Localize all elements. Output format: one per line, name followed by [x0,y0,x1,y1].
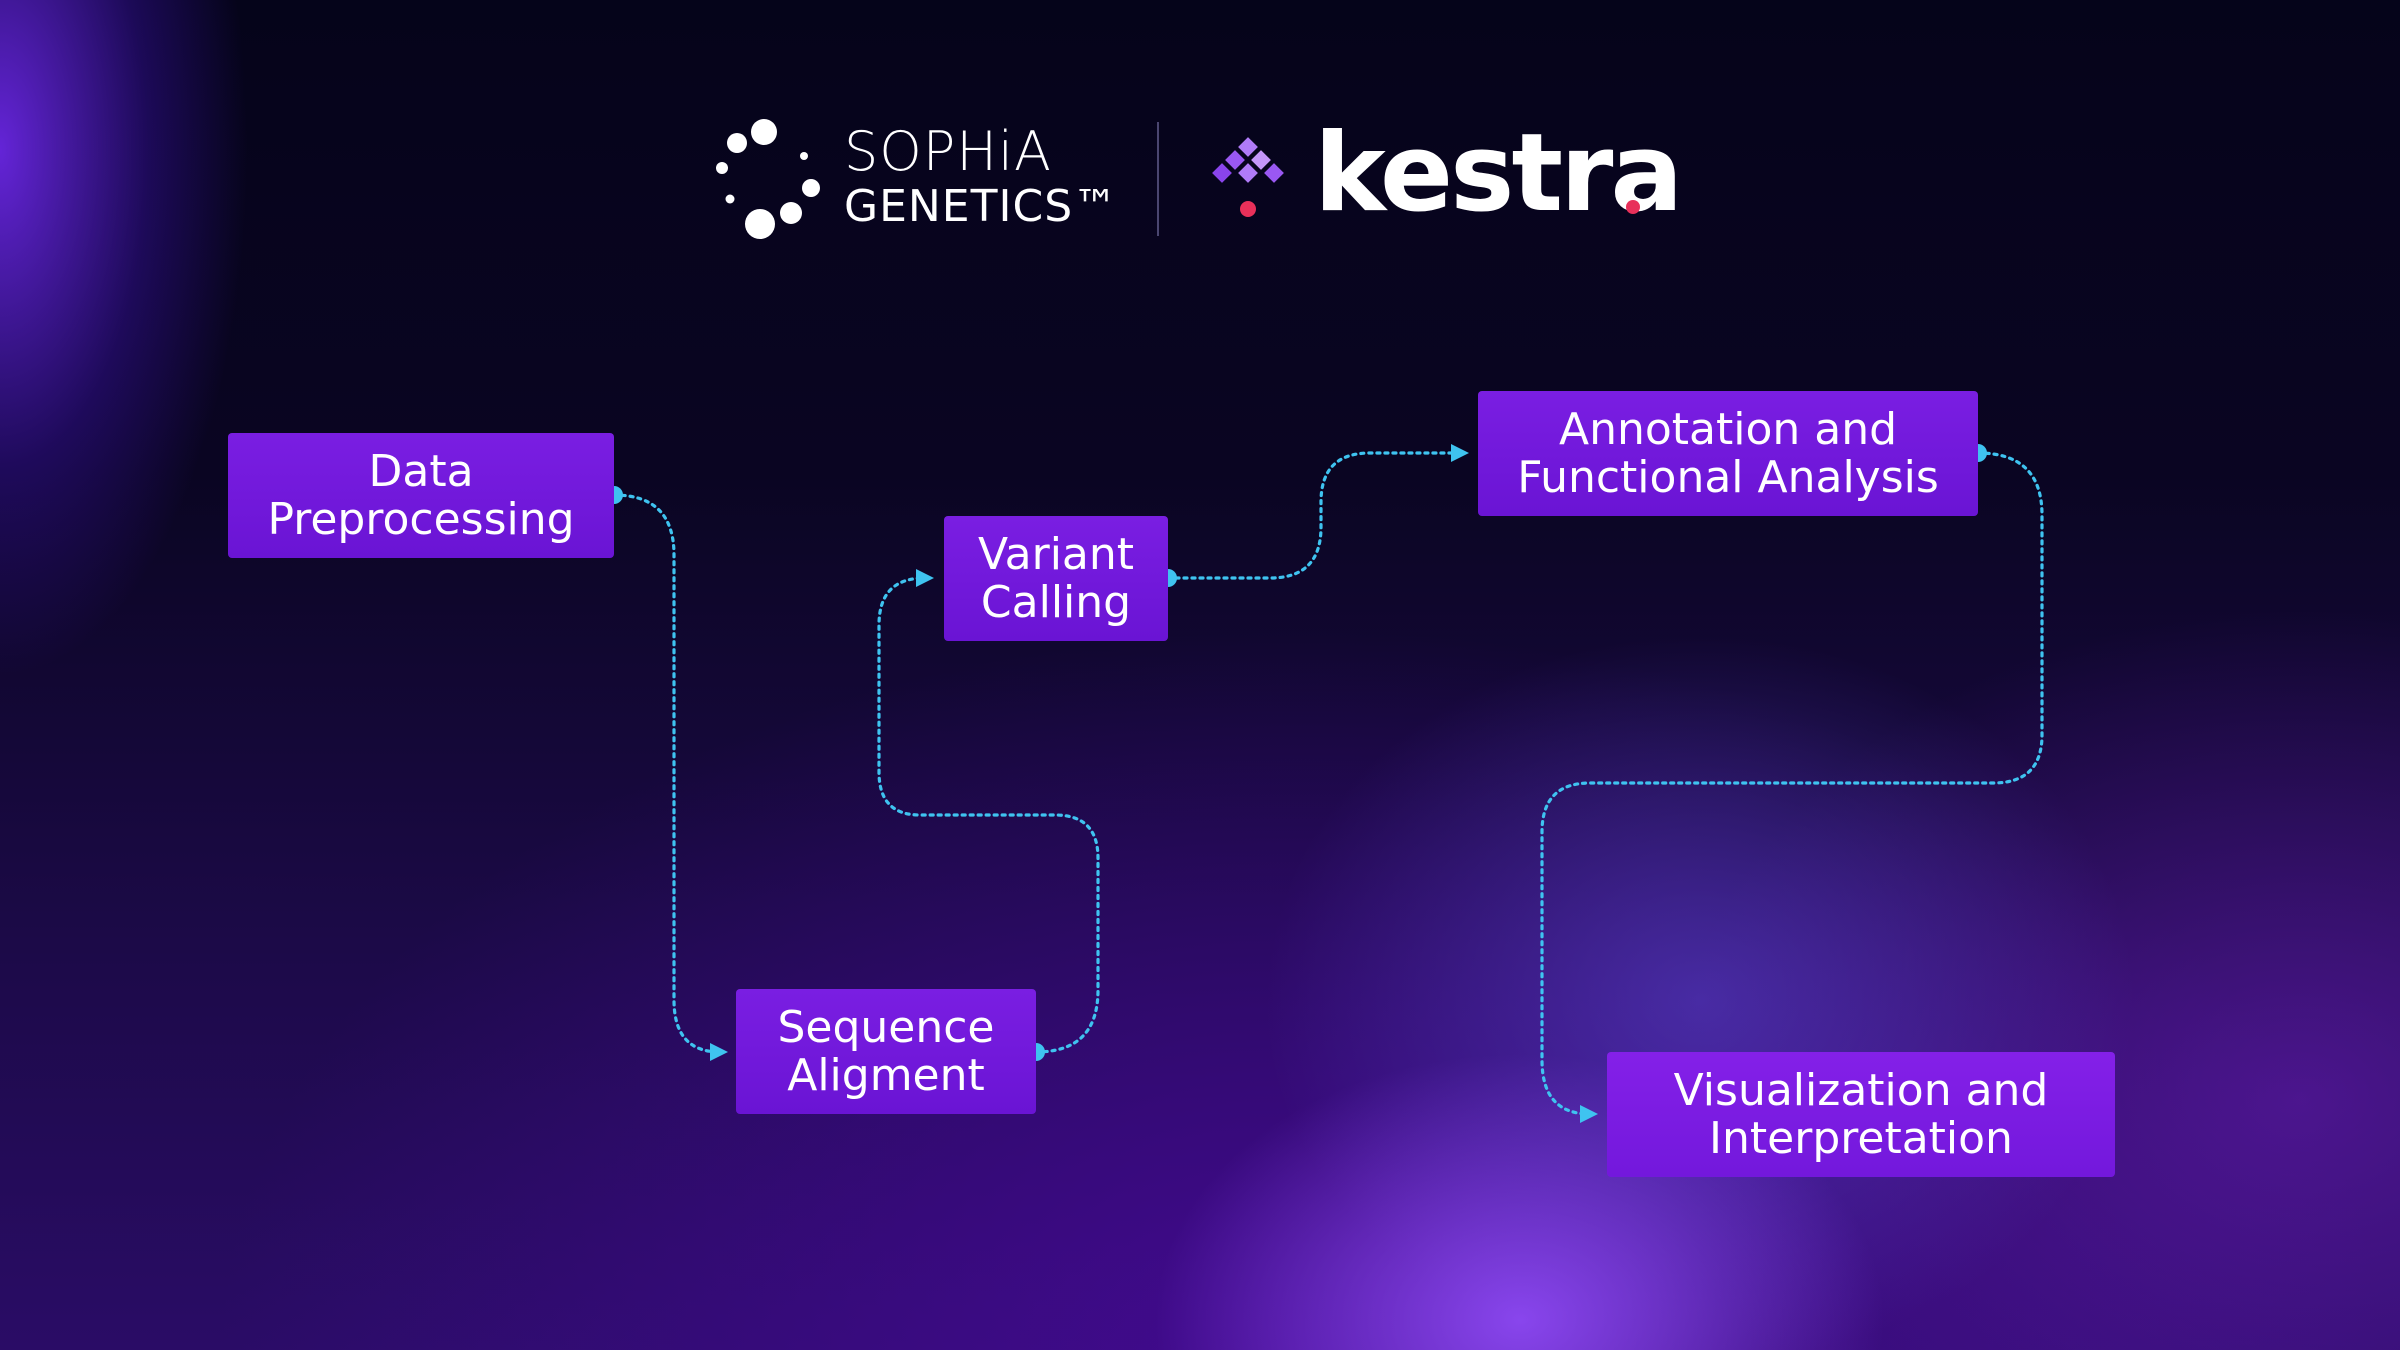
step-label-line: Sequence [777,1001,995,1053]
kestra-logo: kestra [1212,114,1683,240]
sophia-wordmark: SOPHiA [844,120,1052,183]
step-label-line: Variant [977,528,1135,580]
arrowhead-step-3 [916,569,934,587]
sophia-genetics-logo: SOPHiA GENETICS™ [712,116,1117,246]
sophia-dots-icon [716,119,820,239]
kestra-wordmark: kestra [1314,111,1683,236]
step-variant-calling: Variant Calling [944,516,1168,641]
arrowhead-step-4 [1451,444,1469,462]
logo-divider [1157,122,1159,236]
step-annotation-functional-analysis: Annotation and Functional Analysis [1478,391,1978,516]
kestra-period-dot [1626,200,1640,214]
step-label-line: Data [368,445,474,497]
connector-3-to-4 [1166,451,1464,580]
step-label-line: Visualization and [1673,1064,2049,1116]
genetics-wordmark: GENETICS™ [844,181,1119,232]
kestra-mark-icon [1212,137,1284,217]
step-label-line: Calling [980,576,1132,628]
arrowhead-step-2 [710,1043,728,1061]
step-label-line: Functional Analysis [1517,451,1939,503]
connector-1-to-2 [612,493,722,1054]
step-data-preprocessing: Data Preprocessing [228,433,614,558]
step-label-line: Annotation and [1558,403,1898,455]
step-label-line: Interpretation [1709,1112,2013,1164]
arrowhead-step-5 [1580,1105,1598,1123]
connector-2-to-3 [877,576,1100,1054]
connector-4-to-5 [1540,451,2044,1116]
step-sequence-aligment: Sequence Aligment [736,989,1036,1114]
step-label-line: Aligment [787,1049,985,1101]
step-visualization-interpretation: Visualization and Interpretation [1607,1052,2115,1177]
step-label-line: Preprocessing [267,493,575,545]
